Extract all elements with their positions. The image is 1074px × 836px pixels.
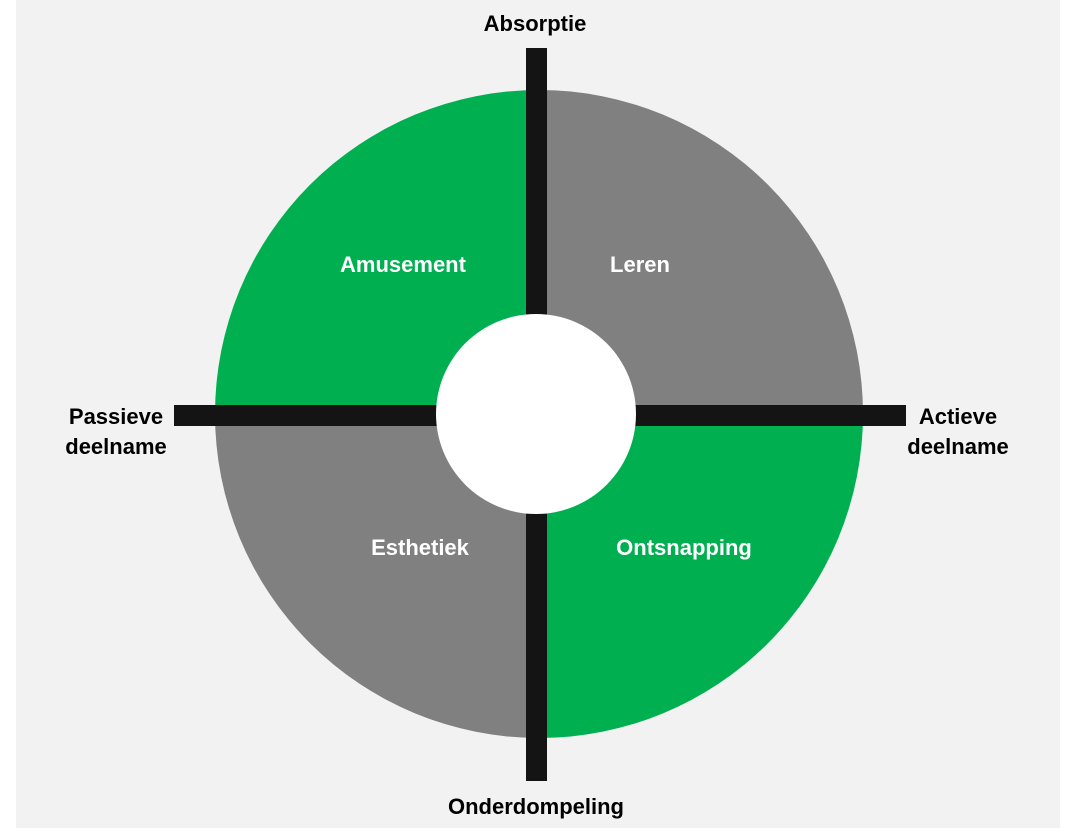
label-esthetiek: Esthetiek [371,535,470,560]
axis-label-actieve-line1: Actieve [919,404,997,429]
label-amusement: Amusement [340,252,467,277]
center-circle [436,314,636,514]
label-ontsnapping: Ontsnapping [616,535,752,560]
quadrant-top-left [215,90,539,414]
axis-label-absorptie: Absorptie [484,11,587,36]
label-leren: Leren [610,252,670,277]
axis-label-passieve-line1: Passieve [69,404,163,429]
axis-label-actieve-line2: deelname [907,434,1009,459]
axis-label-passieve-line2: deelname [65,434,167,459]
quadrant-bottom-left [215,414,539,738]
quadrant-bottom-right [539,414,863,738]
quadrant-top-right [539,90,863,414]
axis-label-onderdompeling: Onderdompeling [448,794,624,819]
